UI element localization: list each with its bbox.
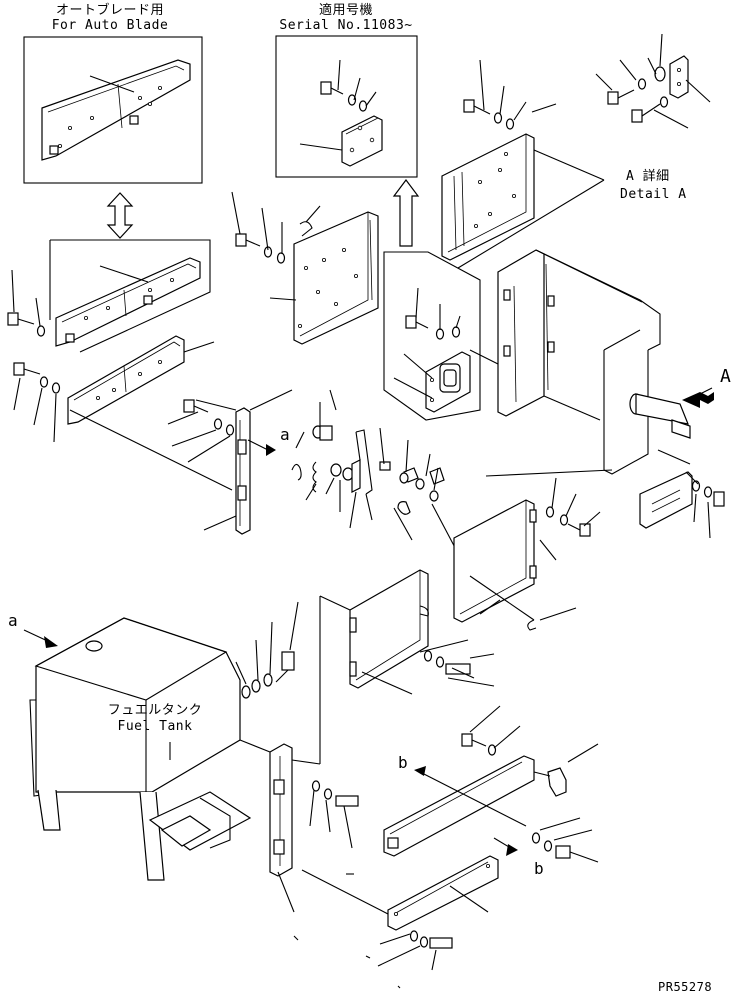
latch-parts: [291, 389, 445, 541]
side-plate-left: [67, 335, 185, 425]
right-door-panel: [453, 499, 537, 623]
lower-hinge-bar: [269, 743, 293, 877]
main-box: [497, 249, 661, 475]
serial-label-jp: 適用号機: [318, 3, 373, 18]
bolt-group-left: [7, 269, 61, 443]
pin-clip: [527, 619, 537, 631]
blade-plate-lower: [55, 257, 201, 347]
view-letter-b-bottom: b: [534, 859, 545, 878]
bolt-group-upper-center: [231, 191, 321, 264]
view-arrow-A: [682, 387, 714, 408]
upper-guard-plate: [383, 755, 567, 857]
bolt-group-right-door: [545, 477, 601, 537]
lower-guard-plate: [387, 855, 499, 931]
serial-bracket: [341, 115, 383, 167]
auto-blade-frame: [23, 36, 203, 184]
auto-blade-plate: [41, 59, 191, 161]
bolt-group-lower-hinge: [309, 780, 359, 849]
right-bracket-plate: [639, 471, 725, 539]
view-letter-b-top: b: [398, 753, 409, 772]
auto-blade-label-jp: オートブレード用: [55, 3, 164, 18]
detail-a-shaft: [629, 393, 691, 439]
fuel-tank: [29, 617, 252, 881]
serial-bolts: [320, 59, 377, 112]
bolt-group-guard-right: [531, 817, 599, 863]
detail-a-label-en: Detail A: [620, 187, 687, 202]
view-letter-a-left: a: [8, 611, 19, 630]
view-arrow-a-mid: [266, 444, 276, 456]
detail-a-bolts: [595, 33, 711, 129]
figure-code: PR55278: [658, 980, 713, 994]
up-arrow: [392, 179, 420, 247]
upper-panel: [293, 211, 379, 345]
hinge-bar: [235, 407, 251, 535]
bolt-group-guard-top: [461, 705, 599, 777]
view-letter-A: A: [720, 366, 732, 387]
detail-a-label-jp: A 詳細: [626, 169, 670, 184]
inset-bolts: [405, 287, 461, 340]
fuel-tank-label-en: Fuel Tank: [117, 719, 193, 734]
bolt-group-tank-top: [235, 601, 299, 699]
serial-frame: [275, 35, 418, 178]
upper-right-panel: [441, 133, 535, 261]
bolt-group-middle-door: [423, 650, 495, 687]
bolt-group-guard-bottom: [377, 930, 453, 971]
fuel-tank-label-jp: フュエルタンク: [107, 703, 203, 718]
double-arrow: [106, 192, 134, 239]
inset-frame: [383, 251, 481, 421]
bolt-group-hinge: [167, 399, 235, 463]
middle-door-panel: [349, 569, 429, 689]
bolt-group-upper-right: [463, 59, 557, 130]
serial-label-en: Serial No.11083~: [279, 18, 413, 33]
view-letter-a-mid: a: [280, 425, 291, 444]
auto-blade-label-en: For Auto Blade: [51, 18, 169, 33]
inset-bracket: [425, 351, 471, 413]
